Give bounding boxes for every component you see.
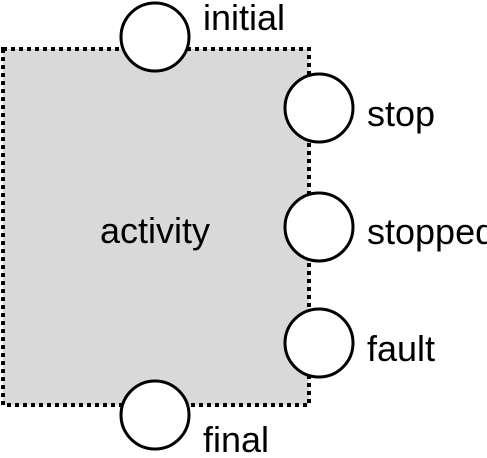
activity-box <box>1 47 311 407</box>
initial-port-label: initial <box>203 0 285 38</box>
final-port <box>119 379 191 451</box>
initial-port <box>119 1 191 73</box>
activity-label: activity <box>100 210 210 251</box>
stopped-port-label: stopped <box>367 211 487 252</box>
stopped-port <box>283 191 355 263</box>
stop-port <box>283 72 355 144</box>
final-port-label: final <box>203 419 269 458</box>
fault-port-label: fault <box>367 328 435 369</box>
stop-port-label: stop <box>367 93 435 134</box>
fault-port <box>283 307 355 379</box>
